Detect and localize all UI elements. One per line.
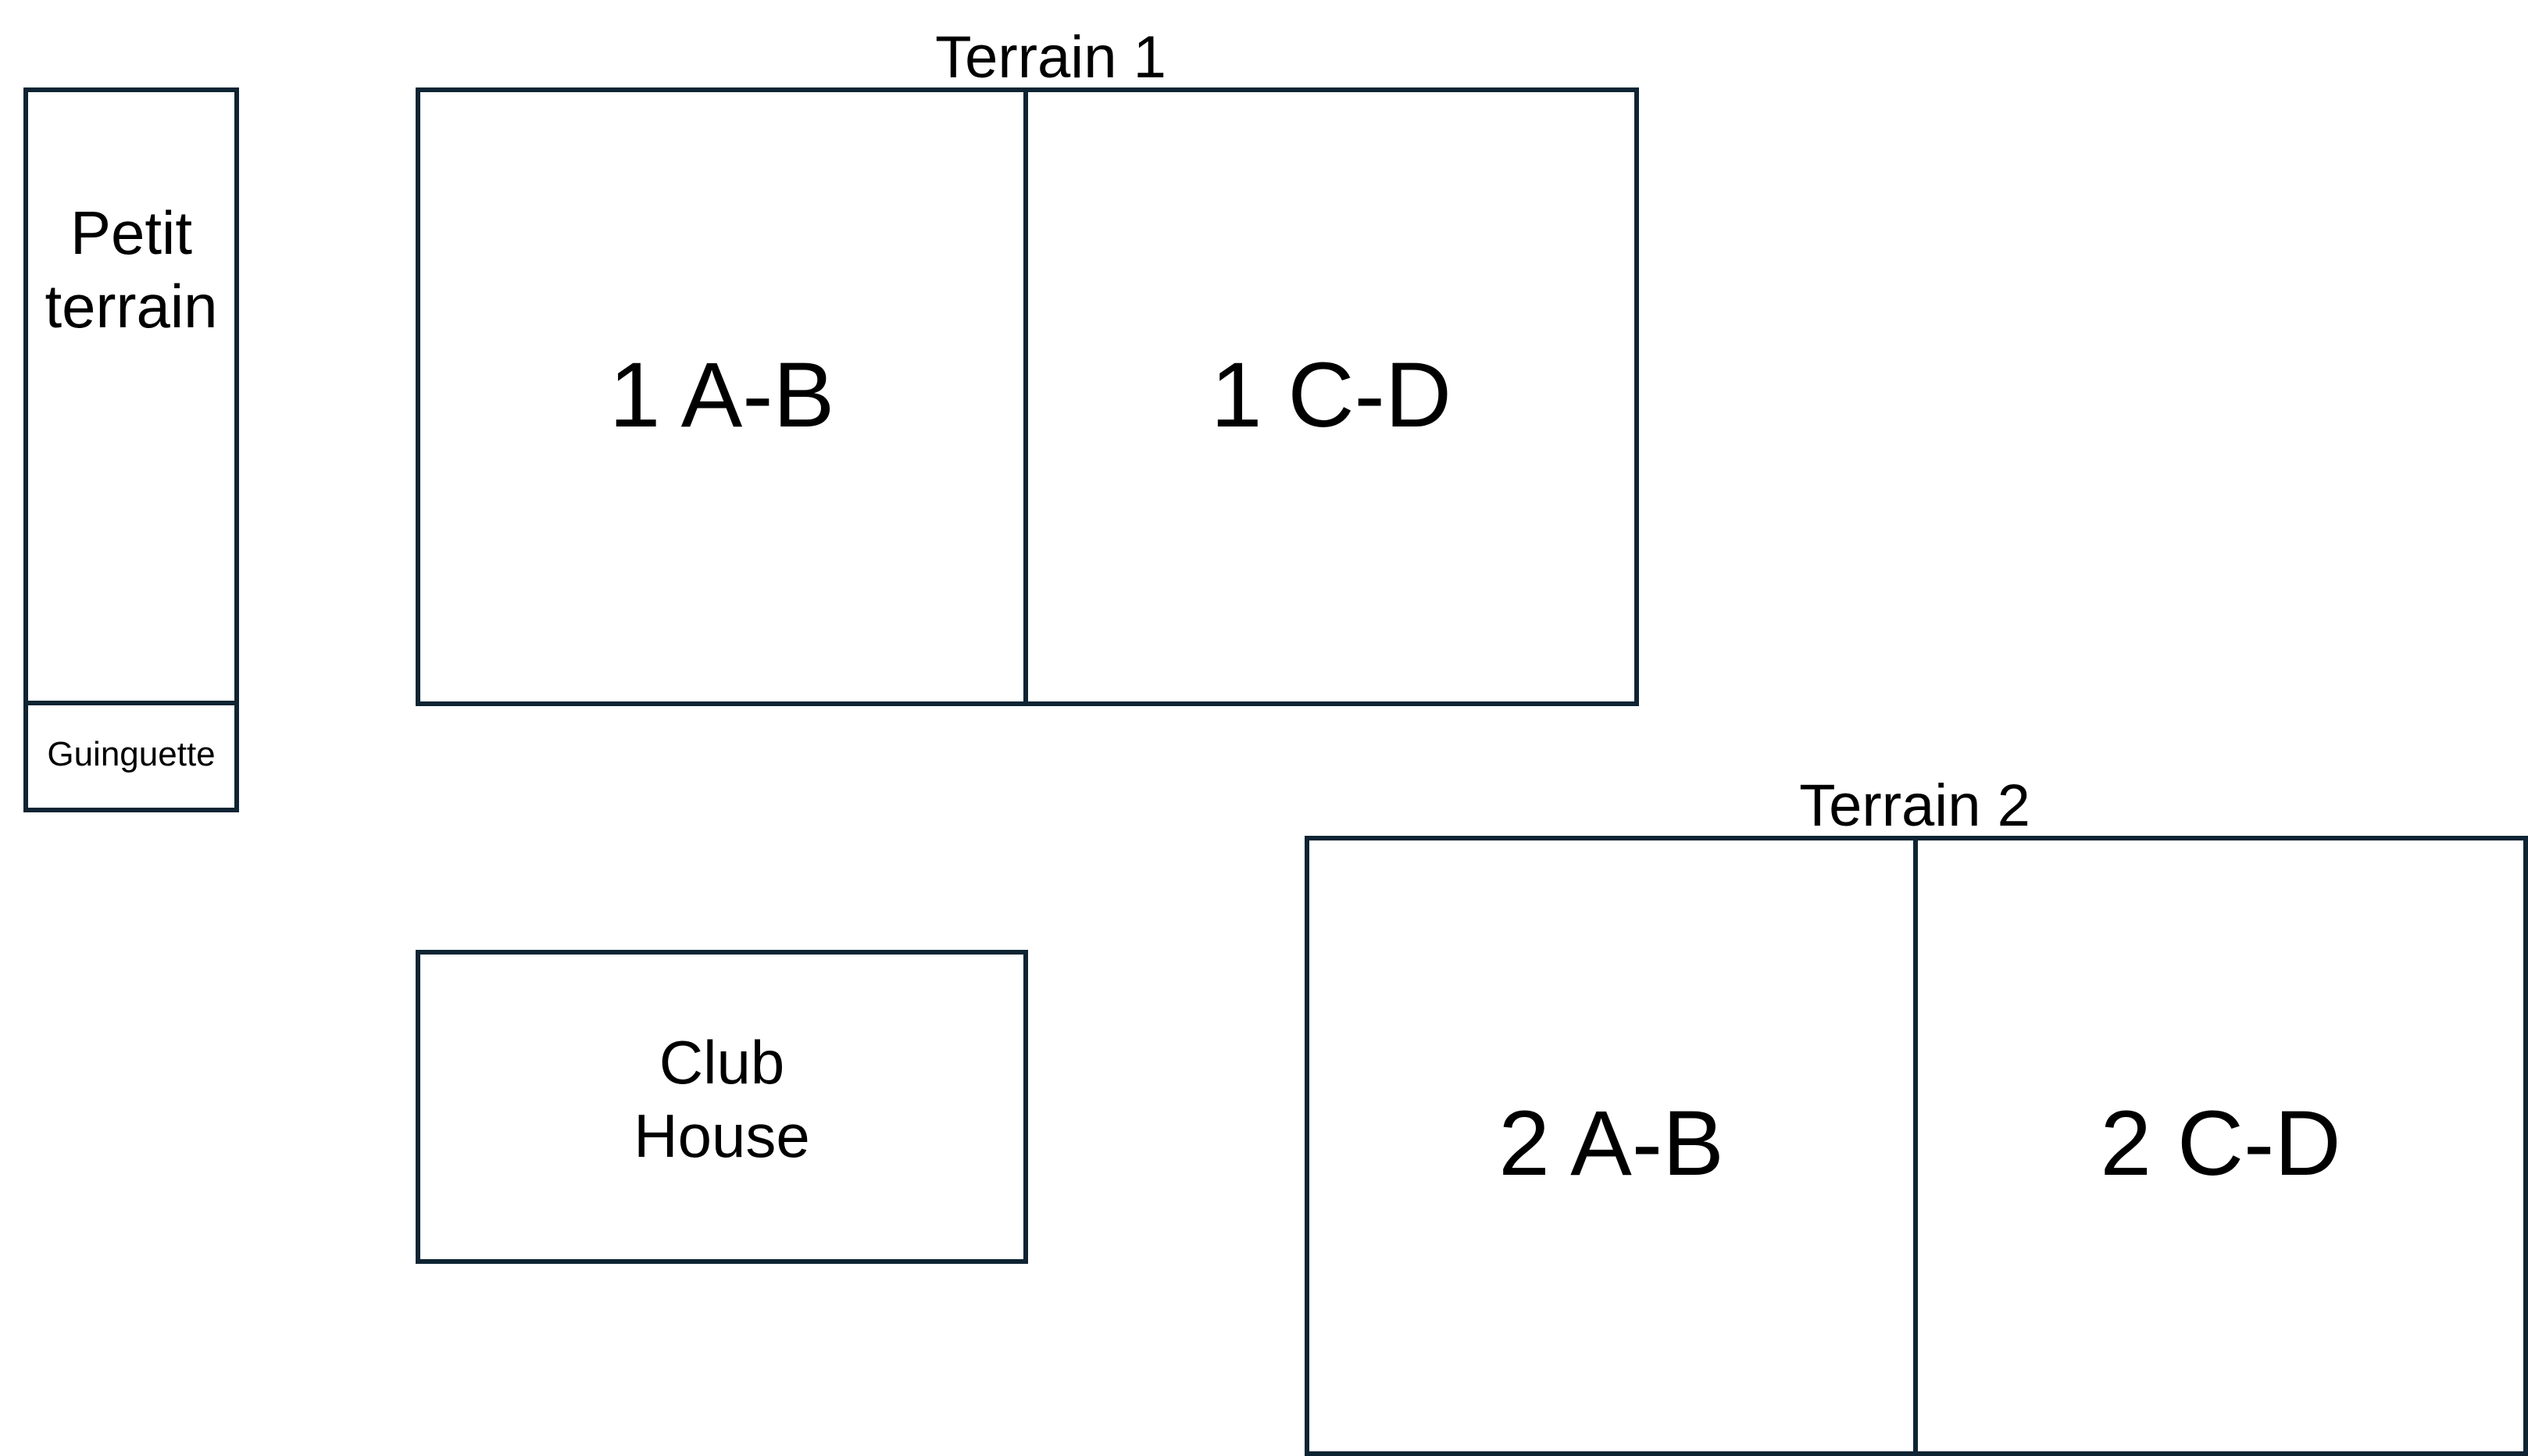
court-2-cd-label: 2 C-D [2100, 1092, 2341, 1195]
terrain-1-title: Terrain 1 [935, 24, 1166, 91]
terrain-2-title: Terrain 2 [1799, 773, 2030, 839]
petit-terrain-box [23, 87, 239, 812]
club-house-label: Club House [634, 1028, 810, 1170]
club-house-box [416, 950, 1028, 1264]
court-1-ab-label: 1 A-B [609, 344, 835, 447]
court-2-ab-label: 2 A-B [1498, 1092, 1724, 1195]
petit-terrain-label: Petit terrain [45, 198, 218, 341]
terrain-1-divider [1023, 87, 1028, 706]
guinguette-label: Guinguette [47, 735, 216, 773]
court-1-cd-label: 1 C-D [1210, 344, 1452, 447]
terrain-2-divider [1913, 836, 1918, 1456]
petit-terrain-guinguette-divider [23, 701, 239, 705]
